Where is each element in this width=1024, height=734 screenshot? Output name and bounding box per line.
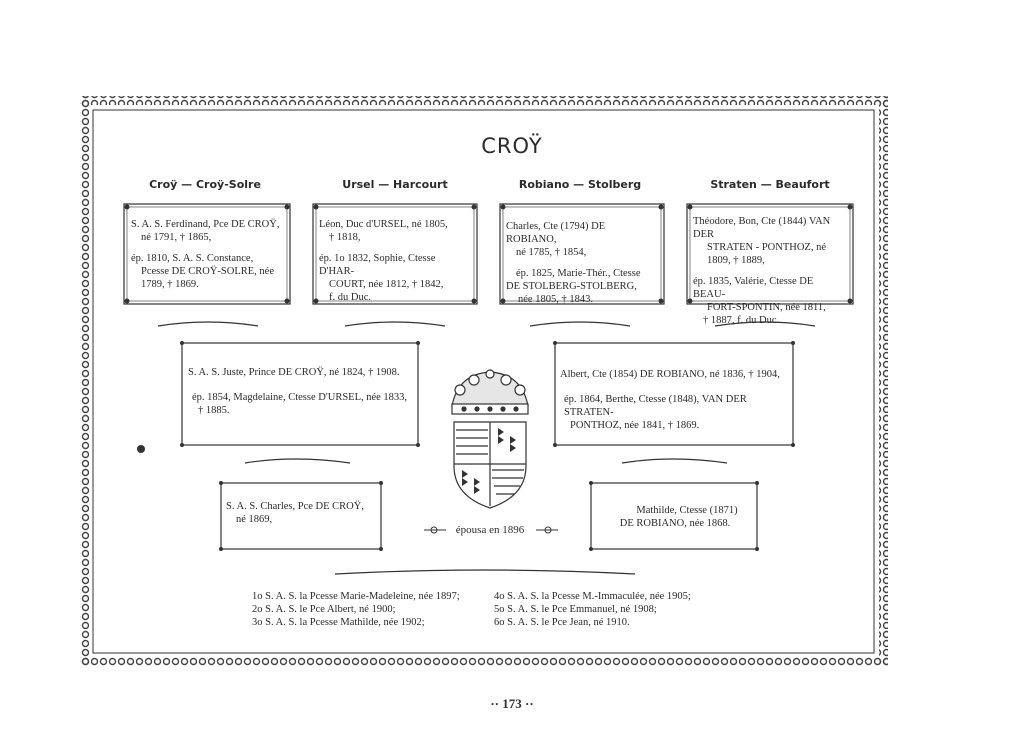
box-line: né 1791, † 1865, xyxy=(141,232,212,243)
child-entry: 1o S. A. S. la Pcesse Marie-Madeleine, n… xyxy=(252,591,460,602)
box-line: 1809, † 1889, xyxy=(707,255,765,266)
box-line: S. A. S. Charles, Pce DE CROŸ, xyxy=(226,501,364,512)
page-number: ·· 173 ·· xyxy=(0,696,1024,712)
box-albert-robiano: Albert, Cte (1854) DE ROBIANO, né 1836, … xyxy=(560,368,792,432)
box-line: Théodore, Bon, Cte (1844) VAN DER xyxy=(693,216,831,240)
box-line: Mathilde, Ctesse (1871) xyxy=(636,505,738,516)
box-line: S. A. S. Ferdinand, Pce DE CROŸ, xyxy=(131,219,280,230)
box-line: † 1885. xyxy=(198,405,230,416)
box-juste-croy: S. A. S. Juste, Prince DE CROŸ, né 1824,… xyxy=(188,366,416,417)
marriage-label: épousa en 1896 xyxy=(455,524,525,536)
box-line: Léon, Duc d'URSEL, né 1805, xyxy=(319,219,448,230)
ink-spot xyxy=(137,445,145,453)
box-line: f. du Duc. xyxy=(329,292,371,303)
family-header-straten: Straten — Beaufort xyxy=(710,178,830,191)
family-header-croy: Croÿ — Croÿ-Solre xyxy=(149,178,261,191)
box-line: Pcesse DE CROŸ-SOLRE, née xyxy=(141,266,274,277)
box-line: née 1805, † 1843. xyxy=(518,294,593,305)
coat-of-arms-icon xyxy=(451,369,529,509)
child-entry: 6o S. A. S. le Pce Jean, né 1910. xyxy=(494,617,630,628)
box-line: DE ROBIANO, née 1868. xyxy=(619,518,731,529)
box-line: † 1818, xyxy=(329,232,361,243)
box-line: ép. 1835, Valérie, Ctesse DE BEAU- xyxy=(693,276,814,300)
box-line: FORT-SPONTIN, née 1811, xyxy=(707,302,826,313)
box-line: ép. 1o 1832, Sophie, Ctesse D'HAR- xyxy=(319,253,436,277)
box-line: PONTHOZ, née 1841, † 1869. xyxy=(570,420,700,431)
box-line: DE STOLBERG-STOLBERG, xyxy=(506,281,637,292)
child-entry: 5o S. A. S. le Pce Emmanuel, né 1908; xyxy=(494,604,657,615)
box-line: Albert, Cte (1854) DE ROBIANO, né 1836, … xyxy=(560,369,780,380)
page-number-ornament-right: ·· xyxy=(521,696,534,711)
page-title: CROŸ xyxy=(481,134,543,158)
box-line: né 1869, xyxy=(236,514,273,525)
box-line: né 1785, † 1854, xyxy=(516,247,587,258)
children-list-right: 4o S. A. S. la Pcesse M.-Immaculée, née … xyxy=(494,590,691,629)
box-ferdinand-croy: S. A. S. Ferdinand, Pce DE CROŸ, né 1791… xyxy=(131,218,284,291)
box-line: ép. 1864, Berthe, Ctesse (1848), VAN DER… xyxy=(564,394,747,418)
child-entry: 3o S. A. S. la Pcesse Mathilde, née 1902… xyxy=(252,617,425,628)
box-line: ép. 1825, Marie-Thér., Ctesse xyxy=(516,268,641,279)
child-entry: 4o S. A. S. la Pcesse M.-Immaculée, née … xyxy=(494,591,691,602)
box-line: ép. 1854, Magdelaine, Ctesse D'URSEL, né… xyxy=(192,392,408,403)
box-line: 1789, † 1869. xyxy=(141,279,199,290)
child-entry: 2o S. A. S. le Pce Albert, né 1900; xyxy=(252,604,396,615)
page-number-value: 173 xyxy=(502,696,522,711)
box-line: COURT, née 1812, † 1842, xyxy=(329,279,444,290)
box-leon-ursel: Léon, Duc d'URSEL, né 1805, † 1818, ép. … xyxy=(319,218,471,304)
page-number-ornament-left: ·· xyxy=(490,696,503,711)
box-charles-croy: S. A. S. Charles, Pce DE CROŸ, né 1869, xyxy=(226,500,379,526)
box-theodore-straten: Théodore, Bon, Cte (1844) VAN DER STRATE… xyxy=(693,215,847,327)
box-line: S. A. S. Juste, Prince DE CROŸ, né 1824,… xyxy=(188,367,400,378)
box-line: Charles, Cte (1794) DE ROBIANO, xyxy=(506,221,606,245)
box-mathilde-robiano: Mathilde, Ctesse (1871) DE ROBIANO, née … xyxy=(596,504,754,530)
family-header-ursel: Ursel — Harcourt xyxy=(342,178,448,191)
children-list-left: 1o S. A. S. la Pcesse Marie-Madeleine, n… xyxy=(252,590,460,629)
box-line: † 1887, f. du Duc. xyxy=(703,315,780,326)
box-line: STRATEN - PONTHOZ, né xyxy=(707,242,826,253)
box-line: ép. 1810, S. A. S. Constance, xyxy=(131,253,254,264)
box-charles-robiano: Charles, Cte (1794) DE ROBIANO, né 1785,… xyxy=(506,220,658,306)
family-header-robiano: Robiano — Stolberg xyxy=(518,178,642,191)
